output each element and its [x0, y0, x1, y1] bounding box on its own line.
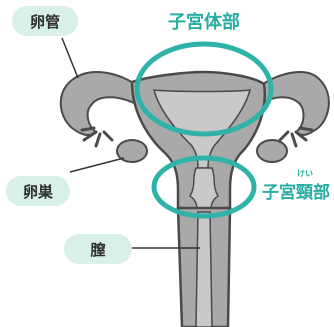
right-ovary [257, 140, 287, 162]
left-fimbriae [82, 128, 112, 146]
vagina-label: 膣 [64, 234, 132, 264]
ovary-label: 卵巣 [6, 176, 70, 206]
oviduct-label: 卵管 [12, 6, 78, 36]
left-fallopian-tube [61, 72, 138, 135]
uterine-body-label: 子宮体部 [168, 8, 240, 34]
vaginal-canal [196, 212, 212, 327]
ovary-leader-line [70, 158, 124, 172]
right-fimbriae [280, 128, 312, 146]
oviduct-leader-line [62, 38, 78, 78]
cervix-label: 子宮頸部 [262, 178, 330, 203]
